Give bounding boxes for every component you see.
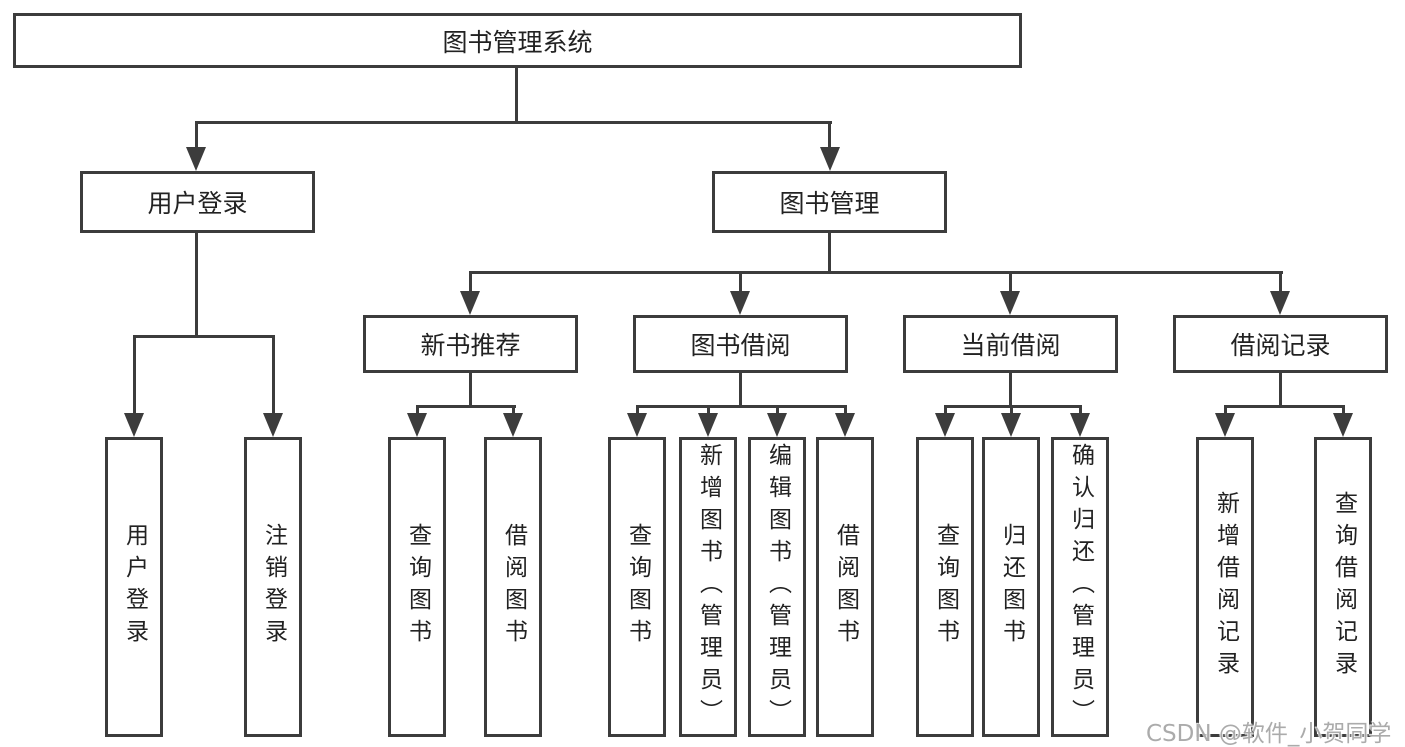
connector-vline (1079, 405, 1082, 415)
leaf-query-books-borrow: 查询图书 (608, 437, 666, 737)
arrow-down-icon (730, 291, 750, 315)
node-borrow-records: 借阅记录 (1173, 315, 1388, 373)
leaf-query-books-current: 查询图书 (916, 437, 974, 737)
leaf-user-login-label: 用户登录 (121, 523, 148, 651)
watermark: CSDN @软件_小贺同学 (1146, 721, 1392, 747)
node-current-borrow-label: 当前借阅 (960, 331, 1061, 360)
connector-vline (944, 405, 947, 415)
leaf-confirm-return-admin-label: 确认归还（管理员） (1067, 443, 1094, 731)
connector-vline (776, 405, 779, 415)
connector-vline (515, 68, 518, 124)
leaf-query-books-recommend-label: 查询图书 (404, 523, 431, 651)
node-current-borrow: 当前借阅 (903, 315, 1118, 373)
leaf-edit-book-admin: 编辑图书（管理员） (748, 437, 806, 737)
connector-vline (1279, 271, 1282, 294)
arrow-down-icon (124, 413, 144, 437)
connector-hline (944, 405, 1082, 408)
connector-vline (469, 271, 472, 294)
leaf-add-book-admin: 新增图书（管理员） (679, 437, 737, 737)
leaf-edit-book-admin-label: 编辑图书（管理员） (764, 443, 791, 731)
arrow-down-icon (820, 147, 840, 171)
arrow-down-icon (186, 147, 206, 171)
leaf-return-books-label: 归还图书 (998, 523, 1025, 651)
connector-vline (195, 233, 198, 338)
leaf-borrow-books-borrow: 借阅图书 (816, 437, 874, 737)
arrow-down-icon (627, 413, 647, 437)
leaf-logout: 注销登录 (244, 437, 302, 737)
node-user-login: 用户登录 (80, 171, 315, 233)
arrow-down-icon (835, 413, 855, 437)
arrow-down-icon (1333, 413, 1353, 437)
node-new-book-recommend-label: 新书推荐 (420, 331, 521, 360)
connector-vline (828, 121, 831, 149)
connector-hline (636, 405, 847, 408)
leaf-return-books: 归还图书 (982, 437, 1040, 737)
arrow-down-icon (1070, 413, 1090, 437)
node-borrow-records-label: 借阅记录 (1230, 331, 1331, 360)
connector-hline (195, 121, 832, 124)
arrow-down-icon (698, 413, 718, 437)
connector-vline (133, 335, 136, 415)
leaf-query-borrow-record-label: 查询借阅记录 (1330, 491, 1357, 683)
connector-hline (469, 271, 1283, 274)
node-book-borrow-label: 图书借阅 (690, 331, 791, 360)
connector-vline (739, 373, 742, 408)
node-book-management-label: 图书管理 (779, 189, 880, 218)
arrow-down-icon (1215, 413, 1235, 437)
arrow-down-icon (1270, 291, 1290, 315)
leaf-add-borrow-record-label: 新增借阅记录 (1212, 491, 1239, 683)
connector-vline (636, 405, 639, 415)
connector-vline (1342, 405, 1345, 415)
node-book-management: 图书管理 (712, 171, 947, 233)
connector-vline (1010, 405, 1013, 415)
connector-vline (1009, 271, 1012, 294)
connector-vline (1009, 373, 1012, 408)
connector-vline (739, 271, 742, 294)
connector-hline (416, 405, 516, 408)
leaf-confirm-return-admin: 确认归还（管理员） (1051, 437, 1109, 737)
leaf-query-books-current-label: 查询图书 (932, 523, 959, 651)
leaf-borrow-books-recommend: 借阅图书 (484, 437, 542, 737)
arrow-down-icon (1000, 291, 1020, 315)
arrow-down-icon (1001, 413, 1021, 437)
connector-vline (195, 121, 198, 149)
node-book-borrow: 图书借阅 (633, 315, 848, 373)
connector-vline (844, 405, 847, 415)
connector-vline (416, 405, 419, 415)
node-library-management-system: 图书管理系统 (13, 13, 1022, 68)
connector-vline (272, 335, 275, 415)
connector-vline (512, 405, 515, 415)
arrow-down-icon (460, 291, 480, 315)
arrow-down-icon (263, 413, 283, 437)
leaf-user-login: 用户登录 (105, 437, 163, 737)
connector-vline (469, 373, 472, 408)
connector-vline (707, 405, 710, 415)
leaf-query-books-borrow-label: 查询图书 (624, 523, 651, 651)
leaf-query-books-recommend: 查询图书 (388, 437, 446, 737)
connector-hline (133, 335, 275, 338)
arrow-down-icon (503, 413, 523, 437)
arrow-down-icon (407, 413, 427, 437)
leaf-borrow-books-recommend-label: 借阅图书 (500, 523, 527, 651)
arrow-down-icon (767, 413, 787, 437)
leaf-logout-label: 注销登录 (260, 523, 287, 651)
connector-vline (1279, 373, 1282, 408)
connector-vline (828, 233, 831, 274)
node-new-book-recommend: 新书推荐 (363, 315, 578, 373)
node-user-login-label: 用户登录 (147, 189, 248, 218)
leaf-borrow-books-borrow-label: 借阅图书 (832, 523, 859, 651)
node-library-management-system-label: 图书管理系统 (442, 27, 593, 57)
connector-hline (1224, 405, 1345, 408)
arrow-down-icon (935, 413, 955, 437)
leaf-query-borrow-record: 查询借阅记录 (1314, 437, 1372, 737)
leaf-add-borrow-record: 新增借阅记录 (1196, 437, 1254, 737)
connector-vline (1224, 405, 1227, 415)
leaf-add-book-admin-label: 新增图书（管理员） (695, 443, 722, 731)
